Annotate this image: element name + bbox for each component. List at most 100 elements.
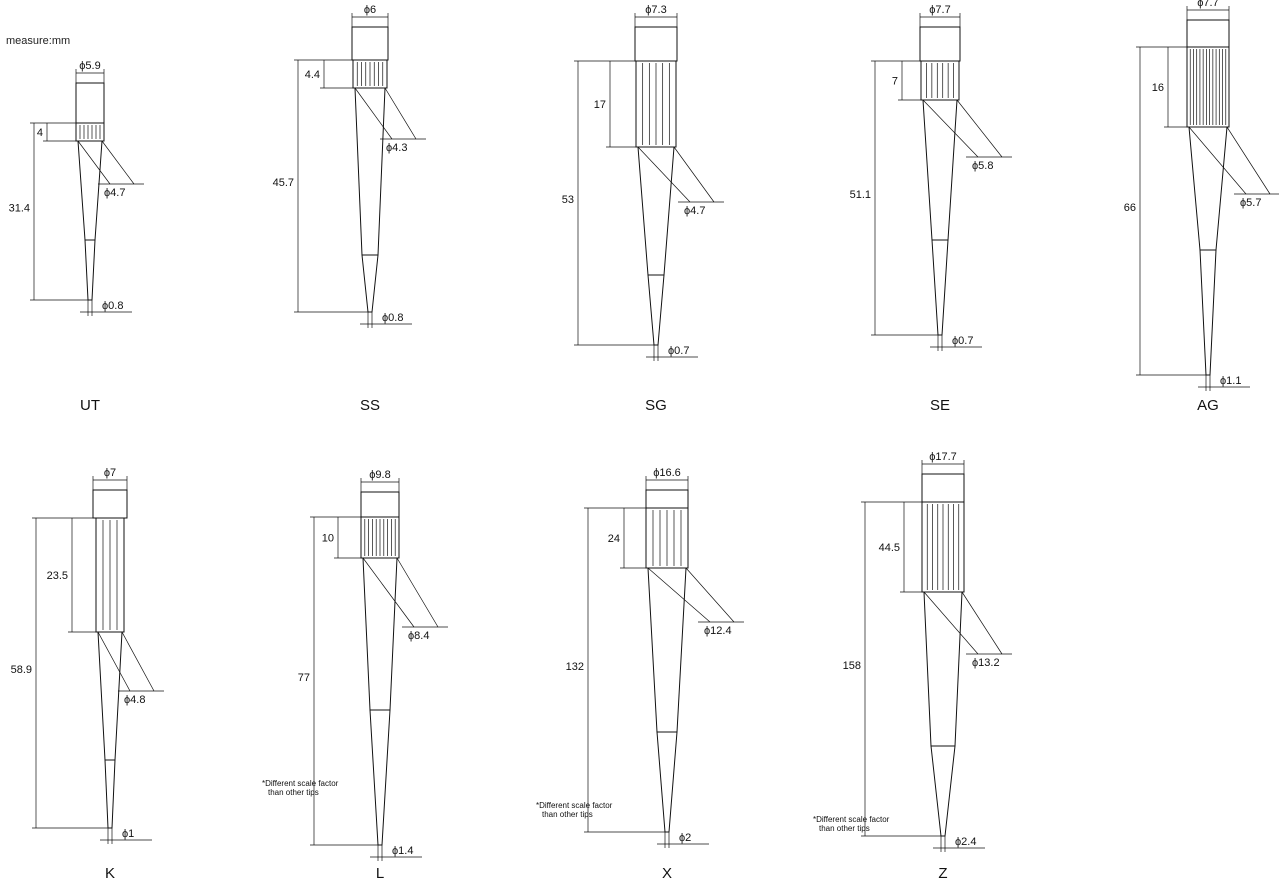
tip-name-label: K xyxy=(105,865,115,882)
tip-nozzle xyxy=(84,239,96,301)
tip-nozzle xyxy=(1199,249,1217,376)
mid-diameter-leader xyxy=(396,557,439,628)
top-diameter-label: ϕ16.6 xyxy=(653,467,681,479)
mid-diameter-leader xyxy=(673,146,715,203)
scale-note-line2: than other tips xyxy=(819,824,870,833)
tip-name-label: Z xyxy=(938,865,947,882)
mid-diameter-label: ϕ8.4 xyxy=(408,630,429,642)
tip-name-label: AG xyxy=(1197,397,1219,414)
collar-height-label: 7 xyxy=(892,76,898,88)
tip-body xyxy=(354,87,386,256)
mid-diameter-leader xyxy=(922,99,979,158)
tip-cap xyxy=(634,26,678,62)
tip-nozzle xyxy=(104,759,116,829)
collar-height-label: 24 xyxy=(608,533,620,545)
tip-cap xyxy=(919,26,961,62)
end-diameter-label: ϕ2 xyxy=(679,832,691,844)
tip-ss: ϕ6 45.7 4.4 ϕ4.3 ϕ0.8SS xyxy=(273,4,426,414)
total-height-label: 51.1 xyxy=(850,189,871,201)
mid-diameter-label: ϕ5.7 xyxy=(1240,197,1261,209)
tip-body xyxy=(923,591,963,747)
tip-nozzle xyxy=(361,254,379,313)
mid-diameter-leader xyxy=(121,631,155,692)
scale-note-line1: *Different scale factor xyxy=(536,801,613,810)
tip-cap xyxy=(92,489,128,519)
mid-diameter-label: ϕ4.7 xyxy=(684,205,705,217)
total-height-label: 31.4 xyxy=(9,203,30,215)
tip-cap xyxy=(1186,19,1230,48)
tip-nozzle xyxy=(647,274,665,346)
measure-unit-label: measure:mm xyxy=(6,35,70,47)
tip-cap xyxy=(360,491,400,518)
mid-diameter-leader xyxy=(101,140,135,185)
tip-cap xyxy=(75,82,105,124)
mid-diameter-leader xyxy=(384,87,417,140)
end-diameter-label: ϕ1.4 xyxy=(392,845,413,857)
top-diameter-label: ϕ17.7 xyxy=(929,451,957,463)
end-diameter-label: ϕ0.7 xyxy=(668,345,689,357)
end-diameter-label: ϕ1.1 xyxy=(1220,375,1241,387)
top-diameter-label: ϕ7.3 xyxy=(645,4,666,16)
mid-diameter-label: ϕ5.8 xyxy=(972,160,993,172)
tip-x: ϕ16.6 132 24 ϕ12.4 ϕ2 *Different scale factor… xyxy=(536,467,744,882)
tip-body xyxy=(97,631,123,761)
tip-body xyxy=(922,99,958,241)
mid-diameter-leader xyxy=(354,87,393,140)
scale-note-line2: than other tips xyxy=(268,788,319,797)
collar-height-label: 17 xyxy=(594,99,606,111)
mid-diameter-leader xyxy=(97,631,131,692)
total-height-label: 132 xyxy=(566,661,584,673)
tip-nozzle xyxy=(656,731,678,833)
collar-height-label: 4.4 xyxy=(305,69,320,81)
total-height-label: 77 xyxy=(298,672,310,684)
tip-name-label: UT xyxy=(80,397,100,414)
top-diameter-label: ϕ7.7 xyxy=(1197,0,1218,9)
mid-diameter-label: ϕ4.7 xyxy=(104,187,125,199)
mid-diameter-leader xyxy=(956,99,1003,158)
end-diameter-label: ϕ1 xyxy=(122,828,134,840)
mid-diameter-leader xyxy=(647,567,711,623)
total-height-label: 45.7 xyxy=(273,177,294,189)
collar-height-label: 4 xyxy=(37,127,43,139)
collar-height-label: 23.5 xyxy=(47,570,68,582)
top-diameter-label: ϕ7 xyxy=(104,467,116,479)
top-diameter-label: ϕ6 xyxy=(364,4,376,16)
mid-diameter-leader xyxy=(1226,126,1271,195)
tip-k: ϕ7 58.9 23.5 ϕ4.8 ϕ1K xyxy=(11,467,164,882)
tip-cap xyxy=(921,473,965,503)
tip-name-label: L xyxy=(376,865,384,882)
end-diameter-label: ϕ0.8 xyxy=(382,312,403,324)
top-diameter-label: ϕ5.9 xyxy=(79,60,100,72)
mid-diameter-label: ϕ13.2 xyxy=(972,657,1000,669)
tip-body xyxy=(647,567,687,733)
collar-height-label: 44.5 xyxy=(879,542,900,554)
mid-diameter-label: ϕ4.3 xyxy=(386,142,407,154)
mid-diameter-leader xyxy=(923,591,979,655)
total-height-label: 58.9 xyxy=(11,664,32,676)
mid-diameter-leader xyxy=(362,557,415,628)
tip-nozzle xyxy=(369,709,391,846)
mid-diameter-label: ϕ12.4 xyxy=(704,625,732,637)
total-height-label: 53 xyxy=(562,194,574,206)
mid-diameter-leader xyxy=(1188,126,1247,195)
scale-note-line1: *Different scale factor xyxy=(813,815,890,824)
mid-diameter-leader xyxy=(637,146,691,203)
mid-diameter-leader xyxy=(685,567,735,623)
tip-nozzle xyxy=(930,745,956,837)
tip-nozzle xyxy=(931,239,949,336)
scale-note-line2: than other tips xyxy=(542,810,593,819)
scale-note-line1: *Different scale factor xyxy=(262,779,339,788)
mid-diameter-label: ϕ4.8 xyxy=(124,694,145,706)
end-diameter-label: ϕ0.7 xyxy=(952,335,973,347)
tip-name-label: SS xyxy=(360,397,380,414)
total-height-label: 66 xyxy=(1124,202,1136,214)
mid-diameter-leader xyxy=(77,140,111,185)
tip-cap xyxy=(351,26,389,61)
